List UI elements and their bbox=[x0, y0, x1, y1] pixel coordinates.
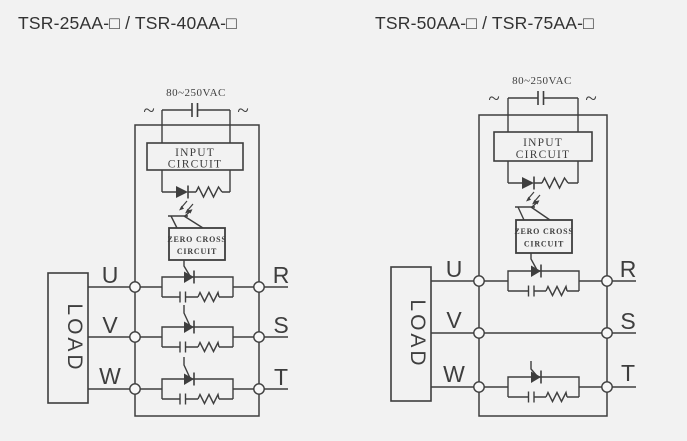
terminal-u bbox=[473, 275, 485, 287]
terminal-r bbox=[601, 275, 613, 287]
ssr-body-outline bbox=[134, 124, 260, 417]
ac-wave-icon: ~ bbox=[585, 86, 596, 110]
zero-cross-label-line2: CIRCUIT bbox=[524, 240, 564, 249]
circuit-drawing-tsr25-40: 80~250VAC ~ ~ INPUT CIRCUIT bbox=[47, 87, 290, 417]
snubber-capacitor-icon bbox=[179, 393, 187, 405]
diagram-panel-tsr50-75: TSR-50AA-□ / TSR-75AA-□ 80~250VAC ~ ~ bbox=[344, 0, 687, 441]
zero-cross-label-line2: CIRCUIT bbox=[177, 247, 217, 256]
terminal-w bbox=[129, 383, 141, 395]
terminal-s bbox=[601, 327, 613, 339]
terminal-v bbox=[129, 331, 141, 343]
gate-lead-v bbox=[183, 305, 191, 327]
phase-w bbox=[431, 361, 636, 404]
snubber-resistor-icon bbox=[545, 284, 568, 298]
snubber-capacitor-icon bbox=[179, 341, 187, 353]
input-circuit-box bbox=[146, 142, 244, 171]
ac-wave-icon: ~ bbox=[143, 98, 154, 122]
gate-lead-u bbox=[183, 260, 191, 277]
circuit-drawing-tsr50-75: 80~250VAC ~ ~ INPUT CIRCUIT bbox=[390, 75, 637, 417]
load-box bbox=[390, 266, 432, 402]
terminal-t bbox=[253, 383, 265, 395]
capacitor-icon bbox=[537, 91, 545, 105]
terminal-s bbox=[253, 331, 265, 343]
terminal-u bbox=[129, 281, 141, 293]
load-label: LOAD bbox=[406, 299, 429, 368]
triac-icon bbox=[184, 321, 194, 333]
ac-source bbox=[507, 91, 579, 132]
input-circuit-label-line1: INPUT bbox=[175, 147, 215, 159]
input-circuit-label-line2: CIRCUIT bbox=[168, 159, 222, 171]
resistor-icon bbox=[195, 185, 223, 199]
terminal-label-r: R bbox=[273, 262, 290, 288]
phase-v bbox=[88, 305, 288, 354]
input-circuit-label-line2: CIRCUIT bbox=[516, 149, 570, 161]
ac-source bbox=[161, 103, 231, 143]
terminal-t bbox=[601, 381, 613, 393]
triac-icon bbox=[184, 271, 194, 283]
terminal-label-t: T bbox=[274, 364, 288, 390]
terminal-label-v: V bbox=[446, 307, 462, 333]
terminal-label-s: S bbox=[620, 308, 635, 334]
gate-lead-w bbox=[183, 357, 191, 379]
terminal-label-w: W bbox=[99, 363, 121, 389]
zero-cross-box bbox=[168, 227, 226, 261]
gate-lead-w bbox=[530, 361, 538, 377]
led-resistor-loop bbox=[507, 161, 579, 190]
capacitor-icon bbox=[191, 103, 199, 117]
zero-cross-label-line1: ZERO CROSS bbox=[167, 235, 226, 244]
voltage-rating-label: 80~250VAC bbox=[512, 75, 572, 87]
zero-cross-label-line1: ZERO CROSS bbox=[514, 227, 573, 236]
diagram-title: TSR-50AA-□ / TSR-75AA-□ bbox=[375, 13, 594, 33]
terminal-w bbox=[473, 381, 485, 393]
terminal-label-r: R bbox=[620, 256, 637, 282]
snubber-resistor-icon bbox=[197, 290, 220, 304]
snubber-capacitor-icon bbox=[527, 391, 535, 403]
terminal-circles bbox=[129, 281, 265, 395]
diagram-title: TSR-25AA-□ / TSR-40AA-□ bbox=[18, 13, 237, 33]
gate-lead-u bbox=[530, 253, 538, 271]
terminal-r bbox=[253, 281, 265, 293]
terminal-label-t: T bbox=[621, 360, 635, 386]
input-circuit-box bbox=[493, 131, 593, 162]
ac-wave-icon: ~ bbox=[488, 86, 499, 110]
light-arrows-icon bbox=[179, 200, 194, 214]
snubber-resistor-icon bbox=[545, 390, 568, 404]
load-label: LOAD bbox=[63, 303, 86, 372]
diagram-panel-tsr25-40: TSR-25AA-□ / TSR-40AA-□ 80~250VAC ~ ~ bbox=[0, 0, 343, 441]
terminal-label-u: U bbox=[446, 256, 463, 282]
terminal-label-w: W bbox=[443, 361, 465, 387]
terminal-label-u: U bbox=[102, 262, 119, 288]
load-box bbox=[47, 272, 89, 404]
triac-icon bbox=[531, 371, 541, 383]
terminal-label-s: S bbox=[273, 312, 288, 338]
snubber-capacitor-icon bbox=[527, 285, 535, 297]
input-circuit-label-line1: INPUT bbox=[523, 137, 563, 149]
photo-triac-icon bbox=[515, 200, 551, 221]
resistor-icon bbox=[541, 176, 569, 190]
snubber-resistor-icon bbox=[197, 340, 220, 354]
triac-icon bbox=[184, 373, 194, 385]
led-resistor-loop bbox=[161, 170, 231, 199]
voltage-rating-label: 80~250VAC bbox=[166, 87, 226, 99]
phase-w bbox=[88, 357, 288, 406]
snubber-resistor-icon bbox=[197, 392, 220, 406]
terminal-v bbox=[473, 327, 485, 339]
led-icon bbox=[522, 177, 534, 189]
led-icon bbox=[176, 186, 188, 198]
zero-cross-box bbox=[515, 219, 573, 254]
snubber-capacitor-icon bbox=[179, 291, 187, 303]
light-arrows-icon bbox=[526, 191, 541, 205]
terminal-circles bbox=[473, 275, 613, 393]
photo-triac-icon bbox=[168, 209, 204, 229]
triac-icon bbox=[531, 265, 541, 277]
ac-wave-icon: ~ bbox=[237, 98, 248, 122]
terminal-label-v: V bbox=[102, 312, 118, 338]
ssr-body-outline bbox=[478, 114, 608, 417]
